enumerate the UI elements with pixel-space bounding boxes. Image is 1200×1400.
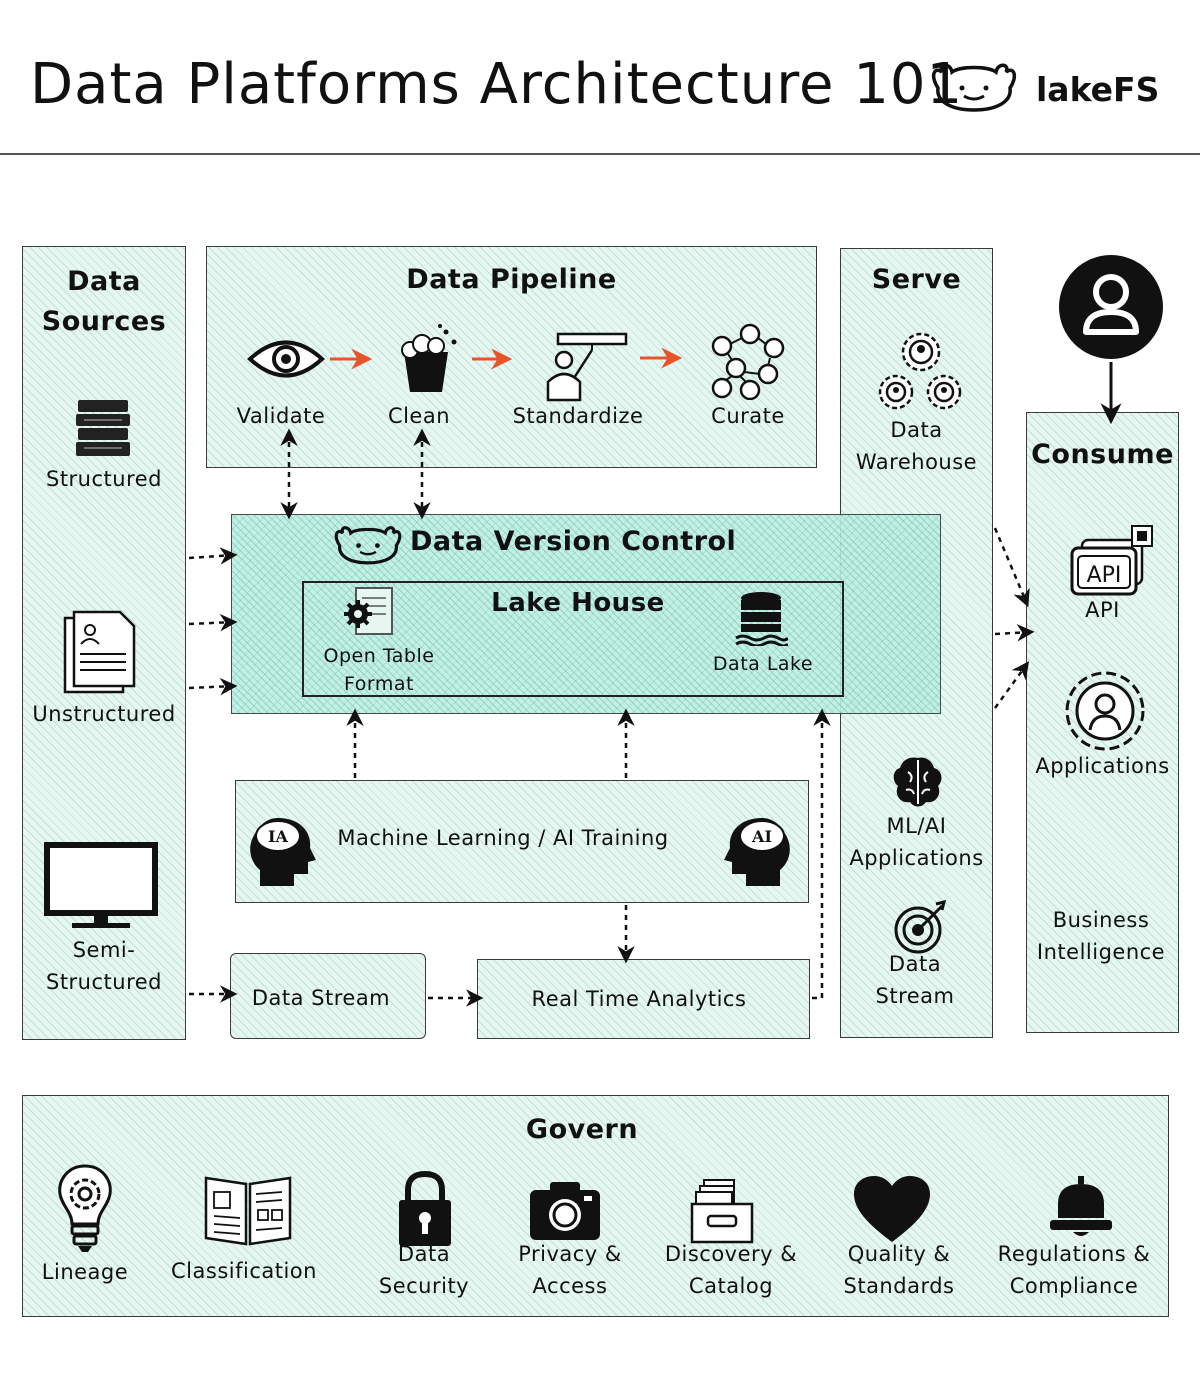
data-stream-label: Data Stream [251,986,391,1010]
page-title: Data Platforms Architecture 101 [30,52,964,117]
regulations-compliance-label-line2: Compliance [1009,1274,1139,1298]
real-time-analytics-label: Real Time Analytics [531,987,747,1011]
structured-label: Structured [45,467,163,491]
padlock-icon [399,1170,451,1246]
consume-title: Consume [1031,439,1174,470]
bucket-foam-icon [401,324,457,392]
serve-consume-arrow-bottom [993,661,1030,709]
quality-standards-label-line2: Standards [843,1274,955,1298]
ia-badge-text: IA [268,827,288,846]
semi-structured-label-line1: Semi- [72,938,136,962]
privacy-access-label-line1: Privacy & [518,1242,622,1266]
file-cabinet-icon [690,1179,754,1244]
document-profile-icon [63,610,136,694]
sources-dvc-arrow-1 [188,547,238,565]
network-people-icon [711,323,785,400]
ai-head-left-icon: IA [250,818,316,886]
dvc-axolotl-icon [334,526,402,565]
business-intelligence-label-line2: Intelligence [1036,940,1166,964]
privacy-access-label-line2: Access [532,1274,608,1298]
target-icon [894,900,947,954]
monitor-icon [44,842,158,928]
eye-icon [247,340,325,378]
lightbulb-gear-icon [58,1164,112,1252]
pipeline-step-curate: Curate [711,404,785,428]
database-lake-icon [735,592,788,646]
lake-house-panel [302,581,844,697]
data-pipeline-title: Data Pipeline [406,264,617,295]
ai-head-right-icon: AI [724,818,790,886]
header-divider [0,153,1200,155]
data-lake-label: Data Lake [712,653,814,675]
data-security-label-line1: Data [397,1242,451,1266]
data-stream-serve-label-line2: Stream [875,984,955,1008]
semi-structured-label-line2: Structured [45,970,163,994]
api-icon-text: API [1087,563,1122,588]
data-sources-title-line1: Data [67,266,141,297]
mlai-apps-label-line1: ML/AI [886,814,947,838]
data-pipeline-panel [206,246,817,468]
ai-badge-text: AI [751,827,772,846]
camera-icon [530,1182,600,1240]
discovery-catalog-label-line2: Catalog [688,1274,774,1298]
gears-people-icon [878,332,962,410]
data-stream-serve-label-line1: Data [888,952,942,976]
serve-consume-arrow-top [993,527,1030,608]
presenter-board-icon [546,332,628,402]
quality-standards-label-line1: Quality & [847,1242,951,1266]
real-time-analytics-box [477,959,810,1039]
pipeline-step-validate: Validate [236,404,326,428]
pipeline-step-clean: Clean [387,404,451,428]
lineage-label: Lineage [41,1260,129,1284]
serve-consume-arrow-mid [994,624,1035,642]
open-table-format-label-line2: Format [344,673,414,695]
applications-label: Applications [1035,754,1170,778]
unstructured-label: Unstructured [32,702,176,726]
api-label: API [1085,598,1120,622]
data-version-control-title: Data Version Control [410,526,737,557]
pipeline-step-standardize: Standardize [512,404,644,428]
ml-training-label: Machine Learning / AI Training [337,826,669,850]
serve-title: Serve [871,264,962,295]
brand-name: lakeFS [1036,70,1160,109]
sources-dvc-arrow-2 [188,613,238,632]
book-stack-icon [76,400,130,456]
brain-icon [893,757,942,807]
regulations-compliance-label-line1: Regulations & [997,1242,1151,1266]
lakefs-axolotl-logo-icon [931,63,1017,112]
business-intelligence-label-line1: Business [1052,908,1150,932]
data-warehouse-label-line1: Data [890,418,943,442]
rta-lakehouse-arrow [812,708,831,1000]
data-warehouse-label-line2: Warehouse [855,450,978,474]
gear-user-icon [1065,671,1145,751]
open-book-icon [204,1176,292,1246]
mlai-apps-label-line2: Applications [849,846,984,870]
heart-icon [854,1176,930,1242]
data-security-label-line2: Security [378,1274,470,1298]
discovery-catalog-label-line1: Discovery & [664,1242,798,1266]
classification-label: Classification [171,1259,317,1283]
data-stream-box [230,953,426,1039]
lake-house-title: Lake House [491,588,665,618]
open-table-format-label-line1: Open Table [323,645,435,667]
api-icon: API [1070,525,1153,596]
data-sources-title-line2: Sources [41,306,167,337]
bell-icon [1050,1176,1112,1236]
user-avatar-icon [1059,255,1163,359]
sources-dvc-arrow-3 [188,677,238,696]
ml-training-panel [235,780,809,903]
govern-title: Govern [525,1114,639,1145]
gear-document-icon [344,587,393,635]
